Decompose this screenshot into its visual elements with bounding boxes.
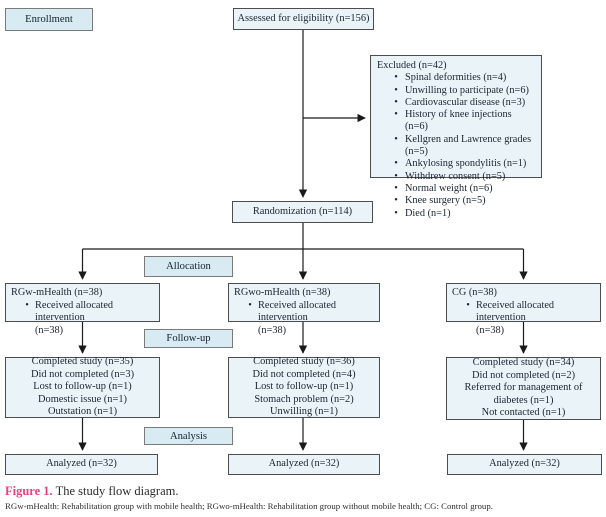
group-bullet-n: (n=38) <box>258 324 287 336</box>
figure-footnote: RGw-mHealth: Rehabilitation group with m… <box>5 501 493 511</box>
followup-line: Completed study (n=34) <box>472 357 575 369</box>
bullet-icon: • <box>248 299 252 311</box>
excluded-item: •Knee surgery (n=5) <box>387 195 537 207</box>
analyzed-box-cg: Analyzed (n=32) <box>447 454 602 475</box>
stage-allocation-label: Allocation <box>144 256 233 277</box>
followup-line: Domestic issue (n=1) <box>38 393 127 405</box>
group-bullet: •Received allocated intervention <box>460 300 596 325</box>
group-box-rgwo-mhealth: RGwo-mHealth (n=38) •Received allocated … <box>228 283 380 336</box>
figure-caption-text: The study flow diagram. <box>52 484 179 498</box>
bullet-icon: • <box>394 195 398 207</box>
bullet-icon: • <box>394 84 398 96</box>
followup-box-cg: Completed study (n=34) Did not completed… <box>446 357 601 420</box>
followup-line: Unwilling (n=1) <box>270 406 338 418</box>
bullet-icon: • <box>394 182 398 194</box>
stage-followup-label: Follow-up <box>144 329 233 348</box>
group-bullet: •Received allocated intervention <box>19 300 155 325</box>
bullet-icon: • <box>394 96 398 108</box>
bullet-icon: • <box>394 158 398 170</box>
bullet-icon: • <box>466 299 470 311</box>
bullet-icon: • <box>394 207 398 219</box>
followup-line: Outstation (n=1) <box>47 406 118 418</box>
randomization-box: Randomization (n=114) <box>232 201 373 223</box>
excluded-item: •Died (n=1) <box>387 208 537 220</box>
followup-line: Not contacted (n=1) <box>481 407 566 419</box>
followup-box-rgw-mhealth: Completed study (n=35) Did not completed… <box>5 356 160 418</box>
followup-line: Referred for management of diabetes (n=1… <box>464 382 583 406</box>
group-box-cg: CG (n=38) •Received allocated interventi… <box>446 283 601 336</box>
assessed-box: Assessed for eligibility (n=156) <box>233 8 374 30</box>
group-title: RGw-mHealth (n=38) <box>11 287 103 298</box>
bullet-icon: • <box>394 72 398 84</box>
followup-line: Stomach problem (n=2) <box>254 393 354 405</box>
excluded-item: •Spinal deformities (n=4) <box>387 72 537 84</box>
excluded-item: •Cardiovascular disease (n=3) <box>387 97 537 109</box>
figure-caption: Figure 1. The study flow diagram. <box>5 484 178 499</box>
group-bullet-n: (n=38) <box>35 324 64 336</box>
followup-line: Did not completed (n=3) <box>30 368 135 380</box>
group-title: CG (n=38) <box>452 287 497 298</box>
bullet-icon: • <box>394 170 398 182</box>
excluded-item: •Kellgren and Lawrence grades (n=5) <box>387 134 537 159</box>
excluded-item: •Ankylosing spondylitis (n=1) <box>387 158 537 170</box>
group-bullet: •Received allocated intervention <box>242 300 375 325</box>
excluded-item: •Withdrew consent (n=5) <box>387 171 537 183</box>
excluded-item: •Normal weight (n=6) <box>387 183 537 195</box>
followup-line: Completed study (n=36) <box>253 356 355 368</box>
group-bullet-n: (n=38) <box>476 324 505 336</box>
stage-analysis-label: Analysis <box>144 427 233 445</box>
excluded-item: •History of knee injections (n=6) <box>387 109 537 134</box>
followup-line: Did not completed (n=4) <box>252 368 356 380</box>
bullet-icon: • <box>394 133 398 145</box>
excluded-item: •Unwilling to participate (n=6) <box>387 85 537 97</box>
excluded-title: Excluded (n=42) <box>377 60 447 71</box>
bullet-icon: • <box>25 299 29 311</box>
followup-box-rgwo-mhealth: Completed study (n=36) Did not completed… <box>228 356 380 418</box>
analyzed-box-rgw-mhealth: Analyzed (n=32) <box>5 454 158 475</box>
followup-line: Lost to follow-up (n=1) <box>33 381 132 393</box>
followup-line: Completed study (n=35) <box>31 356 134 368</box>
group-title: RGwo-mHealth (n=38) <box>234 287 331 298</box>
stage-enrollment-label: Enrollment <box>5 8 93 31</box>
figure-caption-label: Figure 1. <box>5 484 53 498</box>
followup-line: Did not completed (n=2) <box>471 369 576 381</box>
group-box-rgw-mhealth: RGw-mHealth (n=38) •Received allocated i… <box>5 283 160 336</box>
followup-line: Lost to follow-up (n=1) <box>254 381 354 393</box>
excluded-box: Excluded (n=42) •Spinal deformities (n=4… <box>370 55 542 219</box>
bullet-icon: • <box>394 109 398 121</box>
analyzed-box-rgwo-mhealth: Analyzed (n=32) <box>228 454 380 475</box>
